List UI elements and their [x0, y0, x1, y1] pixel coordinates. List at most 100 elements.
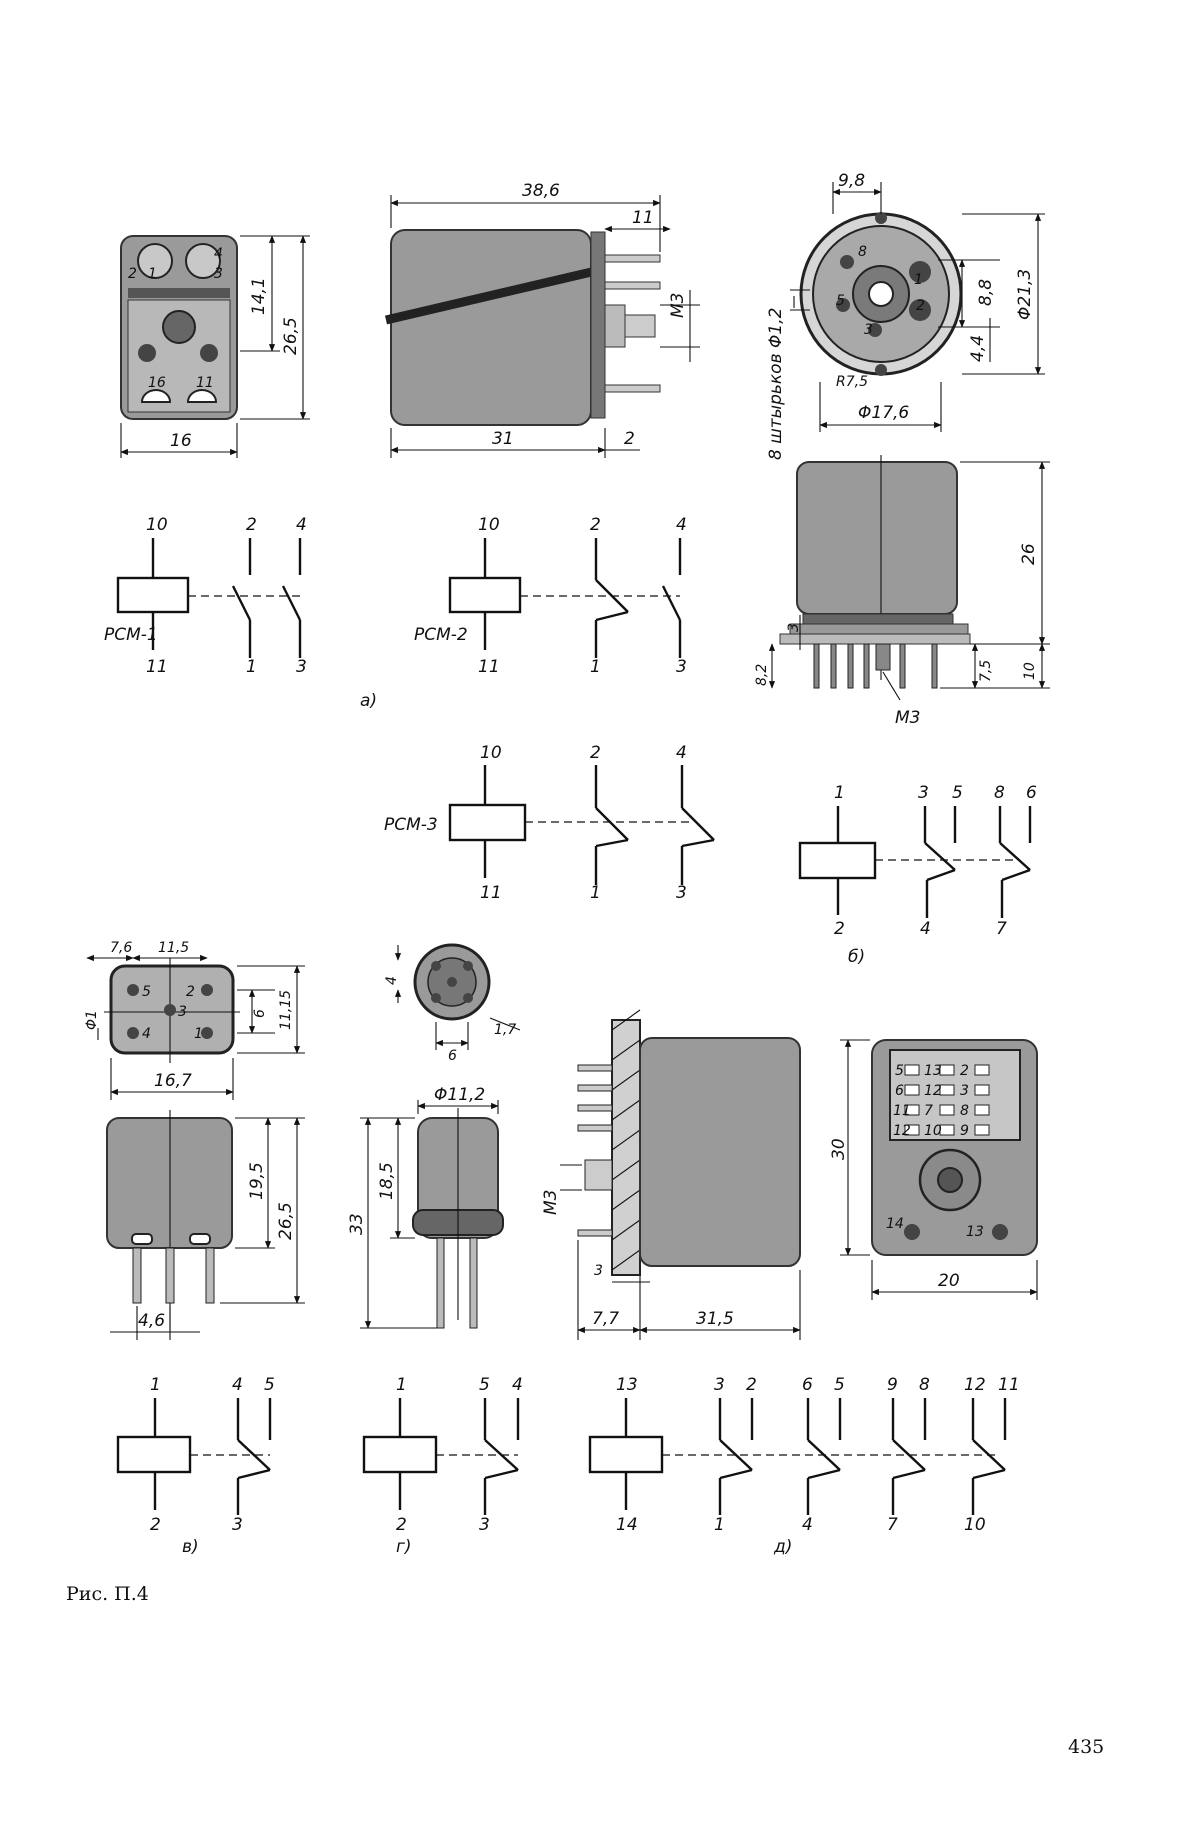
pin-number: 6 [1026, 783, 1037, 803]
pin-number: 2 [590, 743, 601, 763]
pin-label: 7 [924, 1103, 933, 1119]
pin-label: 5 [836, 293, 845, 309]
dim-w: 20 [938, 1271, 960, 1291]
pin-label: 6 [895, 1083, 904, 1099]
relay-name: РСМ-3 [384, 815, 438, 835]
pin-number: 1 [150, 1375, 161, 1395]
dim-d2: Φ21,3 [1015, 269, 1035, 320]
dim-h: 30 [829, 1138, 849, 1160]
pin-label: 3 [178, 1004, 187, 1020]
pin-number: 7 [996, 919, 1007, 939]
part-label-a: а) [360, 691, 377, 711]
pin-label: 10 [924, 1123, 942, 1139]
pin-number: 7 [887, 1515, 898, 1535]
part-label-v: в) [182, 1537, 199, 1557]
pin-number: 1 [246, 657, 257, 677]
dim-height: 26 [1019, 543, 1039, 565]
dim-pin-len: 8,2 [754, 664, 770, 686]
pin-number: 4 [802, 1515, 813, 1535]
pin-label: 1 [148, 266, 157, 282]
pin-number: 5 [834, 1375, 845, 1395]
pin-label: 12 [893, 1123, 911, 1139]
page-number: 435 [1068, 1736, 1104, 1758]
dim-h2: 26,5 [276, 1202, 296, 1240]
dim-h2: 33 [347, 1213, 367, 1235]
pin-number: 4 [296, 515, 307, 535]
pin-number: 5 [264, 1375, 275, 1395]
figure-caption: Рис. П.4 [66, 1583, 149, 1605]
pin-number: 1 [396, 1375, 407, 1395]
pin-number: 6 [802, 1375, 813, 1395]
pin-label: 8 [858, 244, 867, 260]
pin-number: 4 [512, 1375, 523, 1395]
dim-bottom: 6 [448, 1048, 457, 1064]
schematic-d: 13 14 3 2 1 6 5 4 9 8 7 12 11 10 [588, 1375, 1020, 1535]
dim-flange: 3 [786, 623, 802, 632]
pin-number: 11 [478, 657, 500, 677]
pin-number: 1 [714, 1515, 725, 1535]
pin-number: 4 [920, 919, 931, 939]
pin-number: 8 [919, 1375, 930, 1395]
dim-d3: 4,4 [968, 335, 988, 362]
dim-total: 10 [1022, 662, 1038, 680]
schematic-rsm3: 10 11 2 1 4 3 РСМ-3 [384, 743, 715, 903]
dim-d1: 8,8 [976, 279, 996, 306]
dim-length: 38,6 [522, 181, 560, 201]
relay-name: РСМ-2 [414, 625, 468, 645]
pin-number: 4 [232, 1375, 243, 1395]
relay-g-side-view: Φ11,2 18,5 33 [347, 1085, 504, 1329]
pin-number: 5 [952, 783, 963, 803]
relay-d-side-view: М3 3 7,7 31,5 [541, 1009, 801, 1340]
dim-body: 31,5 [696, 1309, 734, 1329]
dim-body: 31 [492, 429, 514, 449]
pin-number: 2 [246, 515, 257, 535]
pin-label: 13 [924, 1063, 942, 1079]
part-label-b: б) [848, 947, 865, 967]
pin-number: 3 [296, 657, 307, 677]
pin-label: 2 [960, 1063, 969, 1079]
pin-number: 2 [746, 1375, 757, 1395]
pin-label: 13 [966, 1224, 984, 1240]
pin-number: 2 [396, 1515, 407, 1535]
pin-number: 2 [834, 919, 845, 939]
pin-label: 3 [214, 266, 223, 282]
schematic-rsm2: 10 11 2 1 4 3 РСМ-2 [414, 515, 687, 677]
pin-number: 5 [479, 1375, 490, 1395]
pin-number: 3 [676, 883, 687, 903]
pin-label: 11 [893, 1103, 911, 1119]
pin-label: 14 [886, 1216, 904, 1232]
pin-number: 2 [590, 515, 601, 535]
pin-label: 4 [142, 1026, 151, 1042]
pin-number: 3 [714, 1375, 725, 1395]
pin-number: 10 [964, 1515, 986, 1535]
dim-flange: 3 [594, 1263, 603, 1279]
dim-top: 4 [384, 976, 400, 985]
dim-thread-len: 7,5 [978, 660, 994, 682]
relay-a-front-view: 2 1 4 3 16 11 16 14,1 26,5 [120, 235, 310, 458]
pin-number: 10 [478, 515, 500, 535]
dim-height-inner: 14,1 [249, 277, 269, 315]
dim-top: 9,8 [838, 171, 865, 191]
pin-number: 11 [998, 1375, 1020, 1395]
dim-pin-d: Φ1 [84, 1010, 100, 1030]
pin-number: 3 [232, 1515, 243, 1535]
part-label-g: г) [396, 1537, 412, 1557]
dim-offset: 2 [624, 429, 635, 449]
dim-height: 26,5 [281, 317, 301, 355]
pin-number: 10 [146, 515, 168, 535]
pin-label: 1 [914, 272, 923, 288]
dim-left: 7,7 [592, 1309, 619, 1329]
pin-label: 3 [864, 322, 873, 338]
relay-v-side-view: 19,5 26,5 4,6 [106, 1110, 305, 1340]
relay-a-side-view: 38,6 11 М3 31 2 [384, 181, 700, 458]
pin-number: 3 [479, 1515, 490, 1535]
dim-radius: R7,5 [836, 374, 868, 390]
dim-width: 16 [170, 431, 192, 451]
pin-number: 4 [676, 743, 687, 763]
dim-diam: Φ11,2 [434, 1085, 485, 1105]
relay-g-top-view: 4 1,7 6 [384, 943, 521, 1064]
pin-number: 8 [994, 783, 1005, 803]
pin-number: 13 [616, 1375, 638, 1395]
pin-number: 2 [150, 1515, 161, 1535]
pin-label: 1 [194, 1026, 203, 1042]
